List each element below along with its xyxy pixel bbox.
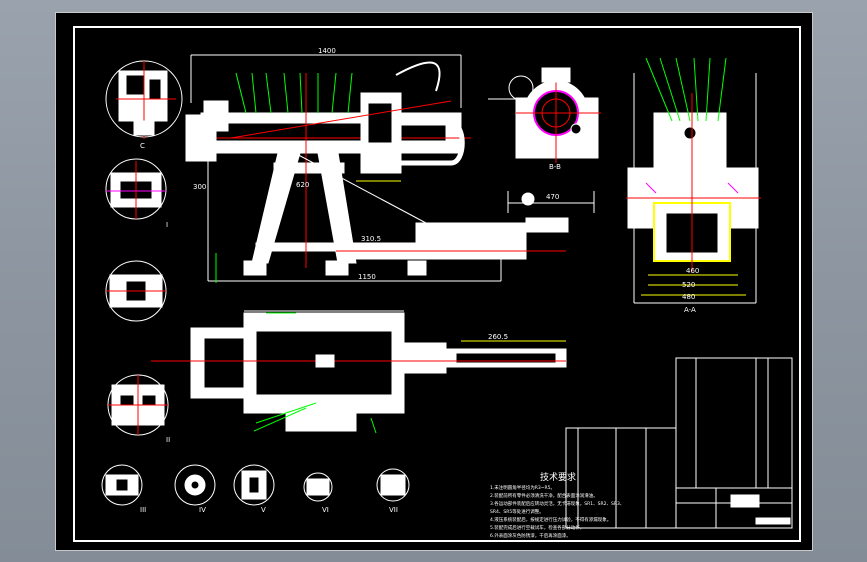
dim-right-width3: 520 [682, 281, 696, 289]
note-line: 5.装配完成后进行空载试车，检查各部分动作， [490, 526, 585, 531]
technical-requirements-title: 技术要求 [540, 473, 577, 483]
note-line: SR4、SR5等处进行调整。 [490, 510, 544, 515]
section-label-vi: VI [322, 506, 329, 514]
drawing-sheet: 1400 620 300 1150 310.5 260.5 460 520 48… [55, 12, 813, 551]
section-label-ii: II [166, 436, 171, 444]
note-line: 2.装配前所有零件必须清洗干净，配合表面涂润滑油。 [490, 494, 598, 499]
section-label-iv: IV [199, 506, 206, 514]
technical-notes: 1.未注明圆角半径均为R3~R5。 2.装配前所有零件必须清洗干净，配合表面涂润… [490, 485, 624, 541]
note-line: 3.各运动部件装配后应转动灵活，无卡滞现象，SR1、SR2、SR3、 [490, 502, 625, 507]
drawing-frame [73, 26, 801, 542]
note-line: 4.液压系统装配后，按规定进行压力试验，不得有渗漏现象。 [490, 518, 612, 523]
dim-arm: 310.5 [361, 235, 382, 243]
dim-height-left: 300 [193, 183, 207, 191]
section-label-v: V [261, 506, 266, 514]
detail-view-4 [107, 374, 169, 436]
section-label-c: C [140, 142, 145, 150]
small-sections [101, 464, 410, 506]
dim-right-width2: 470 [546, 193, 560, 201]
cad-drawing [101, 54, 793, 529]
plan-view [151, 310, 567, 434]
section-view-aa [626, 57, 761, 304]
section-label-i: I [166, 221, 169, 229]
dim-right-width4: 480 [682, 293, 696, 301]
note-line: 1.未注明圆角半径均为R3~R5。 [490, 486, 556, 491]
section-view-bb [488, 67, 601, 213]
dim-top-width: 1400 [318, 47, 336, 55]
detail-view-3 [105, 260, 167, 322]
section-label-iii: III [140, 506, 147, 514]
note-line: 6.外表面涂灰色防锈漆，干后再涂面漆。 [490, 534, 571, 539]
view-label-bb: B-B [549, 163, 561, 171]
parts-list-lower [565, 427, 677, 529]
dim-lower-width: 1150 [358, 273, 376, 281]
detail-view-1 [105, 60, 183, 139]
title-block [675, 487, 793, 529]
view-label-aa: A-A [684, 306, 696, 314]
section-label-vii: VII [389, 506, 398, 514]
dim-bottom-arm: 260.5 [488, 333, 509, 341]
detail-view-2 [105, 158, 167, 220]
main-elevation [185, 54, 569, 283]
parts-list-upper [675, 357, 793, 489]
dim-right-width: 460 [686, 267, 700, 275]
dim-mid: 620 [296, 181, 310, 189]
